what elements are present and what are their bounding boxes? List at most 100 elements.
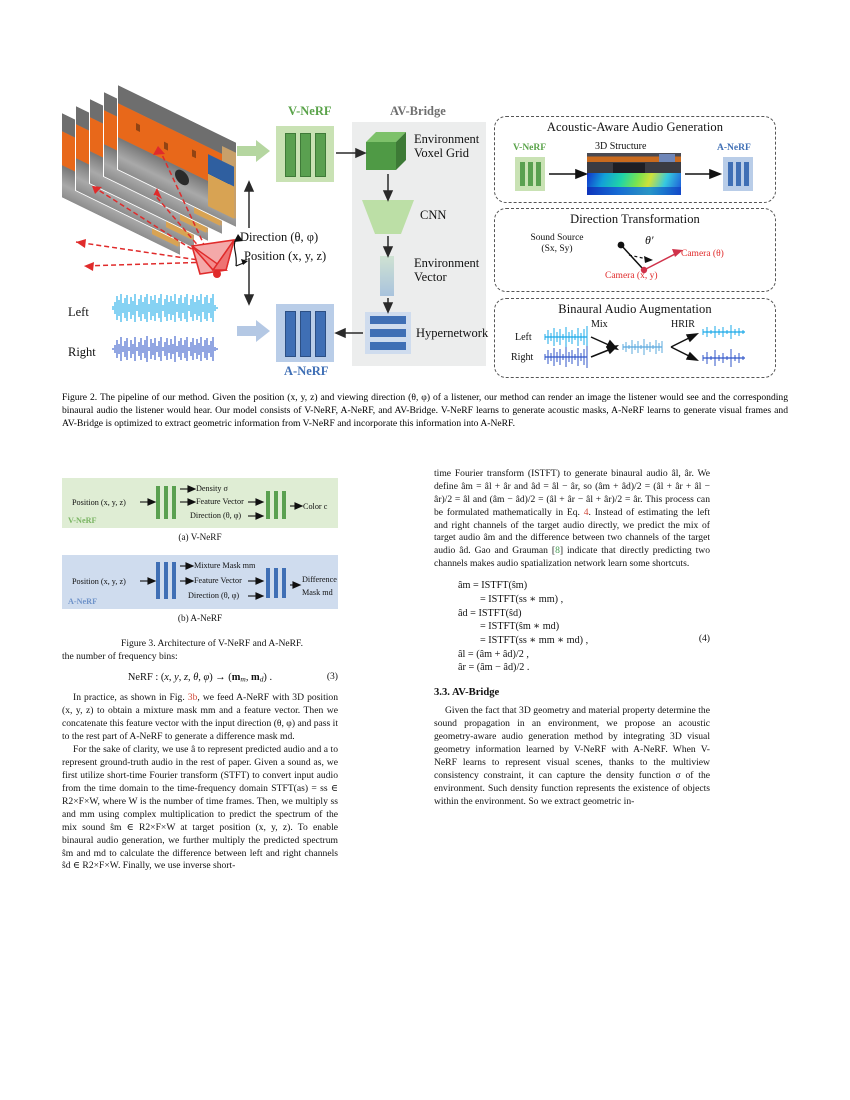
- right-par-0a: time Fourier transform (ISTFT) to genera…: [434, 468, 710, 518]
- panel1-vnerf-block: [515, 157, 545, 191]
- equation-4-line-6: âr = (âm − âd)/2 .: [458, 662, 530, 674]
- figure-3-caption: Figure 3. Architecture of V-NeRF and A-N…: [120, 638, 304, 649]
- figure-3a-input-direction: Direction (θ, φ): [190, 511, 242, 520]
- panel3-mix-label: Mix: [591, 319, 608, 330]
- panel1-3d-structure-image: [587, 153, 681, 195]
- panel3-title: Binaural Audio Augmentation: [558, 302, 712, 316]
- label-left-channel: Left: [68, 305, 89, 319]
- panel3-graph: [544, 325, 745, 368]
- equation-4-line-1: = ISTFT(ss ∗ mm) ,: [480, 593, 564, 605]
- figure-3a-mlp-2: [266, 491, 288, 519]
- citation-ref-8[interactable]: 8: [555, 545, 560, 557]
- right-column-text: time Fourier transform (ISTFT) to genera…: [434, 468, 710, 809]
- hypernetwork-icon: [365, 312, 411, 354]
- figure-3b-mlp-1: [156, 562, 178, 599]
- cnn-icon: [362, 200, 414, 234]
- panel1-anerf-block: [723, 157, 753, 191]
- equation-4-line-4: = ISTFT(ss ∗ mm ∗ md) ,: [480, 635, 589, 646]
- panel2-sound-source-label: Sound Source (Sx, Sy): [530, 233, 584, 254]
- label-environment-voxel-grid: Environment Voxel Grid: [414, 132, 480, 160]
- vnerf-block: [276, 126, 334, 182]
- figure-3b-anerf: A-NeRF Position (x, y, z) Mixture Mask m…: [62, 555, 338, 609]
- figure-3a-output-density: Density σ: [196, 484, 228, 493]
- label-environment-vector: Environment Vector: [414, 256, 480, 284]
- figure-3a-arrows: [140, 485, 304, 520]
- right-par-0: time Fourier transform (ISTFT) to genera…: [434, 468, 710, 571]
- figure-3b-tag: A-NeRF: [68, 597, 98, 606]
- panel1-arrows: [549, 168, 723, 180]
- panel-binaural-audio-augmentation: Binaural Audio Augmentation Left Right M…: [494, 298, 776, 378]
- panel-acoustic-aware-audio-generation: Acoustic-Aware Audio Generation V-NeRF 3…: [494, 116, 776, 203]
- figure-3a-mlp-1: [156, 486, 178, 519]
- environment-voxel-grid-icon: [366, 132, 410, 172]
- equation-4-line-3: = ISTFT(ŝm ∗ md): [480, 621, 560, 633]
- right-par-0b: . Instead of estimating the left and rig…: [434, 506, 710, 557]
- figure-3b-input-direction: Direction (θ, φ): [188, 591, 240, 600]
- waveform-left: [112, 294, 218, 322]
- environment-vector-icon: [380, 256, 394, 296]
- block-arrow-to-vnerf: [237, 140, 270, 162]
- figure-3b-output-difference-line2: Mask md: [302, 588, 333, 597]
- camera-label-hooks: [233, 234, 248, 267]
- panel3-hrir-label: HRIR: [671, 319, 695, 330]
- label-hypernetwork: Hypernetwork: [416, 326, 489, 340]
- right-par-0c: ] indicate that directly predicting two …: [434, 545, 710, 570]
- equation-4-number: (4): [698, 633, 710, 645]
- left-par-1b: , we feed A-NeRF with 3D position (x, y,…: [62, 691, 339, 742]
- right-par-1: Given the fact that 3D geometry and mate…: [434, 705, 710, 807]
- figure-3a-vnerf: V-NeRF Position (x, y, z) Density σ Feat…: [62, 478, 338, 528]
- av-bridge-title: AV-Bridge: [390, 104, 446, 118]
- equation-4-line-2: âd = ISTFT(ŝd): [458, 607, 522, 619]
- equation-4-line-5: âl = (âm + âd)/2 ,: [458, 648, 529, 660]
- anerf-title: A-NeRF: [284, 364, 329, 378]
- panel1-anerf-tag: A-NeRF: [717, 143, 751, 153]
- panel1-title: Acoustic-Aware Audio Generation: [546, 120, 724, 134]
- left-par-0: the number of frequency bins:: [62, 651, 178, 662]
- panel3-right-label: Right: [511, 352, 534, 363]
- panel3-left-label: Left: [515, 332, 532, 343]
- left-par-1: In practice, as shown in Fig. 3b, we fee…: [62, 692, 338, 744]
- panel2-camera-xy-label: Camera (x, y): [605, 271, 658, 281]
- camera-frustum-icon: [190, 236, 236, 278]
- figure-3b-input-position: Position (x, y, z): [72, 577, 126, 586]
- panel1-3d-structure-label: 3D Structure: [595, 141, 647, 152]
- label-position: Position (x, y, z): [244, 249, 327, 263]
- panel2-vectors: [617, 241, 683, 274]
- equation-3-number: (3): [326, 670, 338, 682]
- left-par-2: For the sake of clarity, we use â to rep…: [62, 744, 338, 872]
- label-cnn: CNN: [420, 208, 447, 222]
- figure-3a-subcaption: (a) V-NeRF: [178, 532, 222, 542]
- panel1-vnerf-tag: V-NeRF: [513, 143, 547, 153]
- figure-3b-mlp-2: [266, 568, 288, 598]
- left-column-text: the number of frequency bins: NeRF : (x,…: [62, 651, 338, 873]
- vnerf-title: V-NeRF: [288, 104, 332, 118]
- anerf-block: [276, 304, 334, 362]
- left-par-1a: In practice, as shown in Fig.: [73, 691, 188, 703]
- label-right-channel: Right: [68, 345, 96, 359]
- figure-3a-tag: V-NeRF: [68, 516, 97, 525]
- section-heading-av-bridge: 3.3. AV-Bridge: [434, 687, 500, 699]
- figure-ref-3b[interactable]: 3b: [187, 691, 198, 703]
- panel2-camera-theta-label: Camera (θ): [681, 249, 724, 259]
- figure-3a-input-position: Position (x, y, z): [72, 498, 126, 507]
- figure-3b-output-difference-line1: Difference: [302, 575, 337, 584]
- equation-3-body: NeRF : (x, y, z, θ, φ) → (mm, md) .: [127, 671, 273, 684]
- figure-3b-output-mixture-mask: Mixture Mask mm: [194, 561, 256, 570]
- equation-4-line-0: âm = ISTFT(ŝm): [458, 580, 528, 592]
- waveform-right: [112, 336, 218, 362]
- equation-3: NeRF : (x, y, z, θ, φ) → (mm, md) . (3): [62, 671, 338, 685]
- figure-3b-subcaption: (b) A-NeRF: [177, 613, 223, 623]
- equation-ref-4[interactable]: 4: [583, 506, 589, 518]
- figure-2: Direction (θ, φ) Position (x, y, z) Left…: [62, 85, 788, 380]
- panel-direction-transformation: Direction Transformation Sound Source (S…: [494, 208, 776, 292]
- label-direction: Direction (θ, φ): [240, 230, 319, 244]
- figure-3a-output-color: Color c: [303, 502, 328, 511]
- panel2-theta-prime-label: θ′: [645, 233, 654, 247]
- figure-2-caption: Figure 2. The pipeline of our method. Gi…: [62, 392, 788, 429]
- panel2-title: Direction Transformation: [570, 212, 700, 226]
- block-arrow-to-anerf: [237, 320, 270, 342]
- figure-3a-output-feature: Feature Vector: [196, 497, 244, 506]
- figure-3b-arrows: [140, 562, 302, 600]
- equation-4: âm = ISTFT(ŝm) = ISTFT(ss ∗ mm) , âd = I…: [434, 579, 710, 675]
